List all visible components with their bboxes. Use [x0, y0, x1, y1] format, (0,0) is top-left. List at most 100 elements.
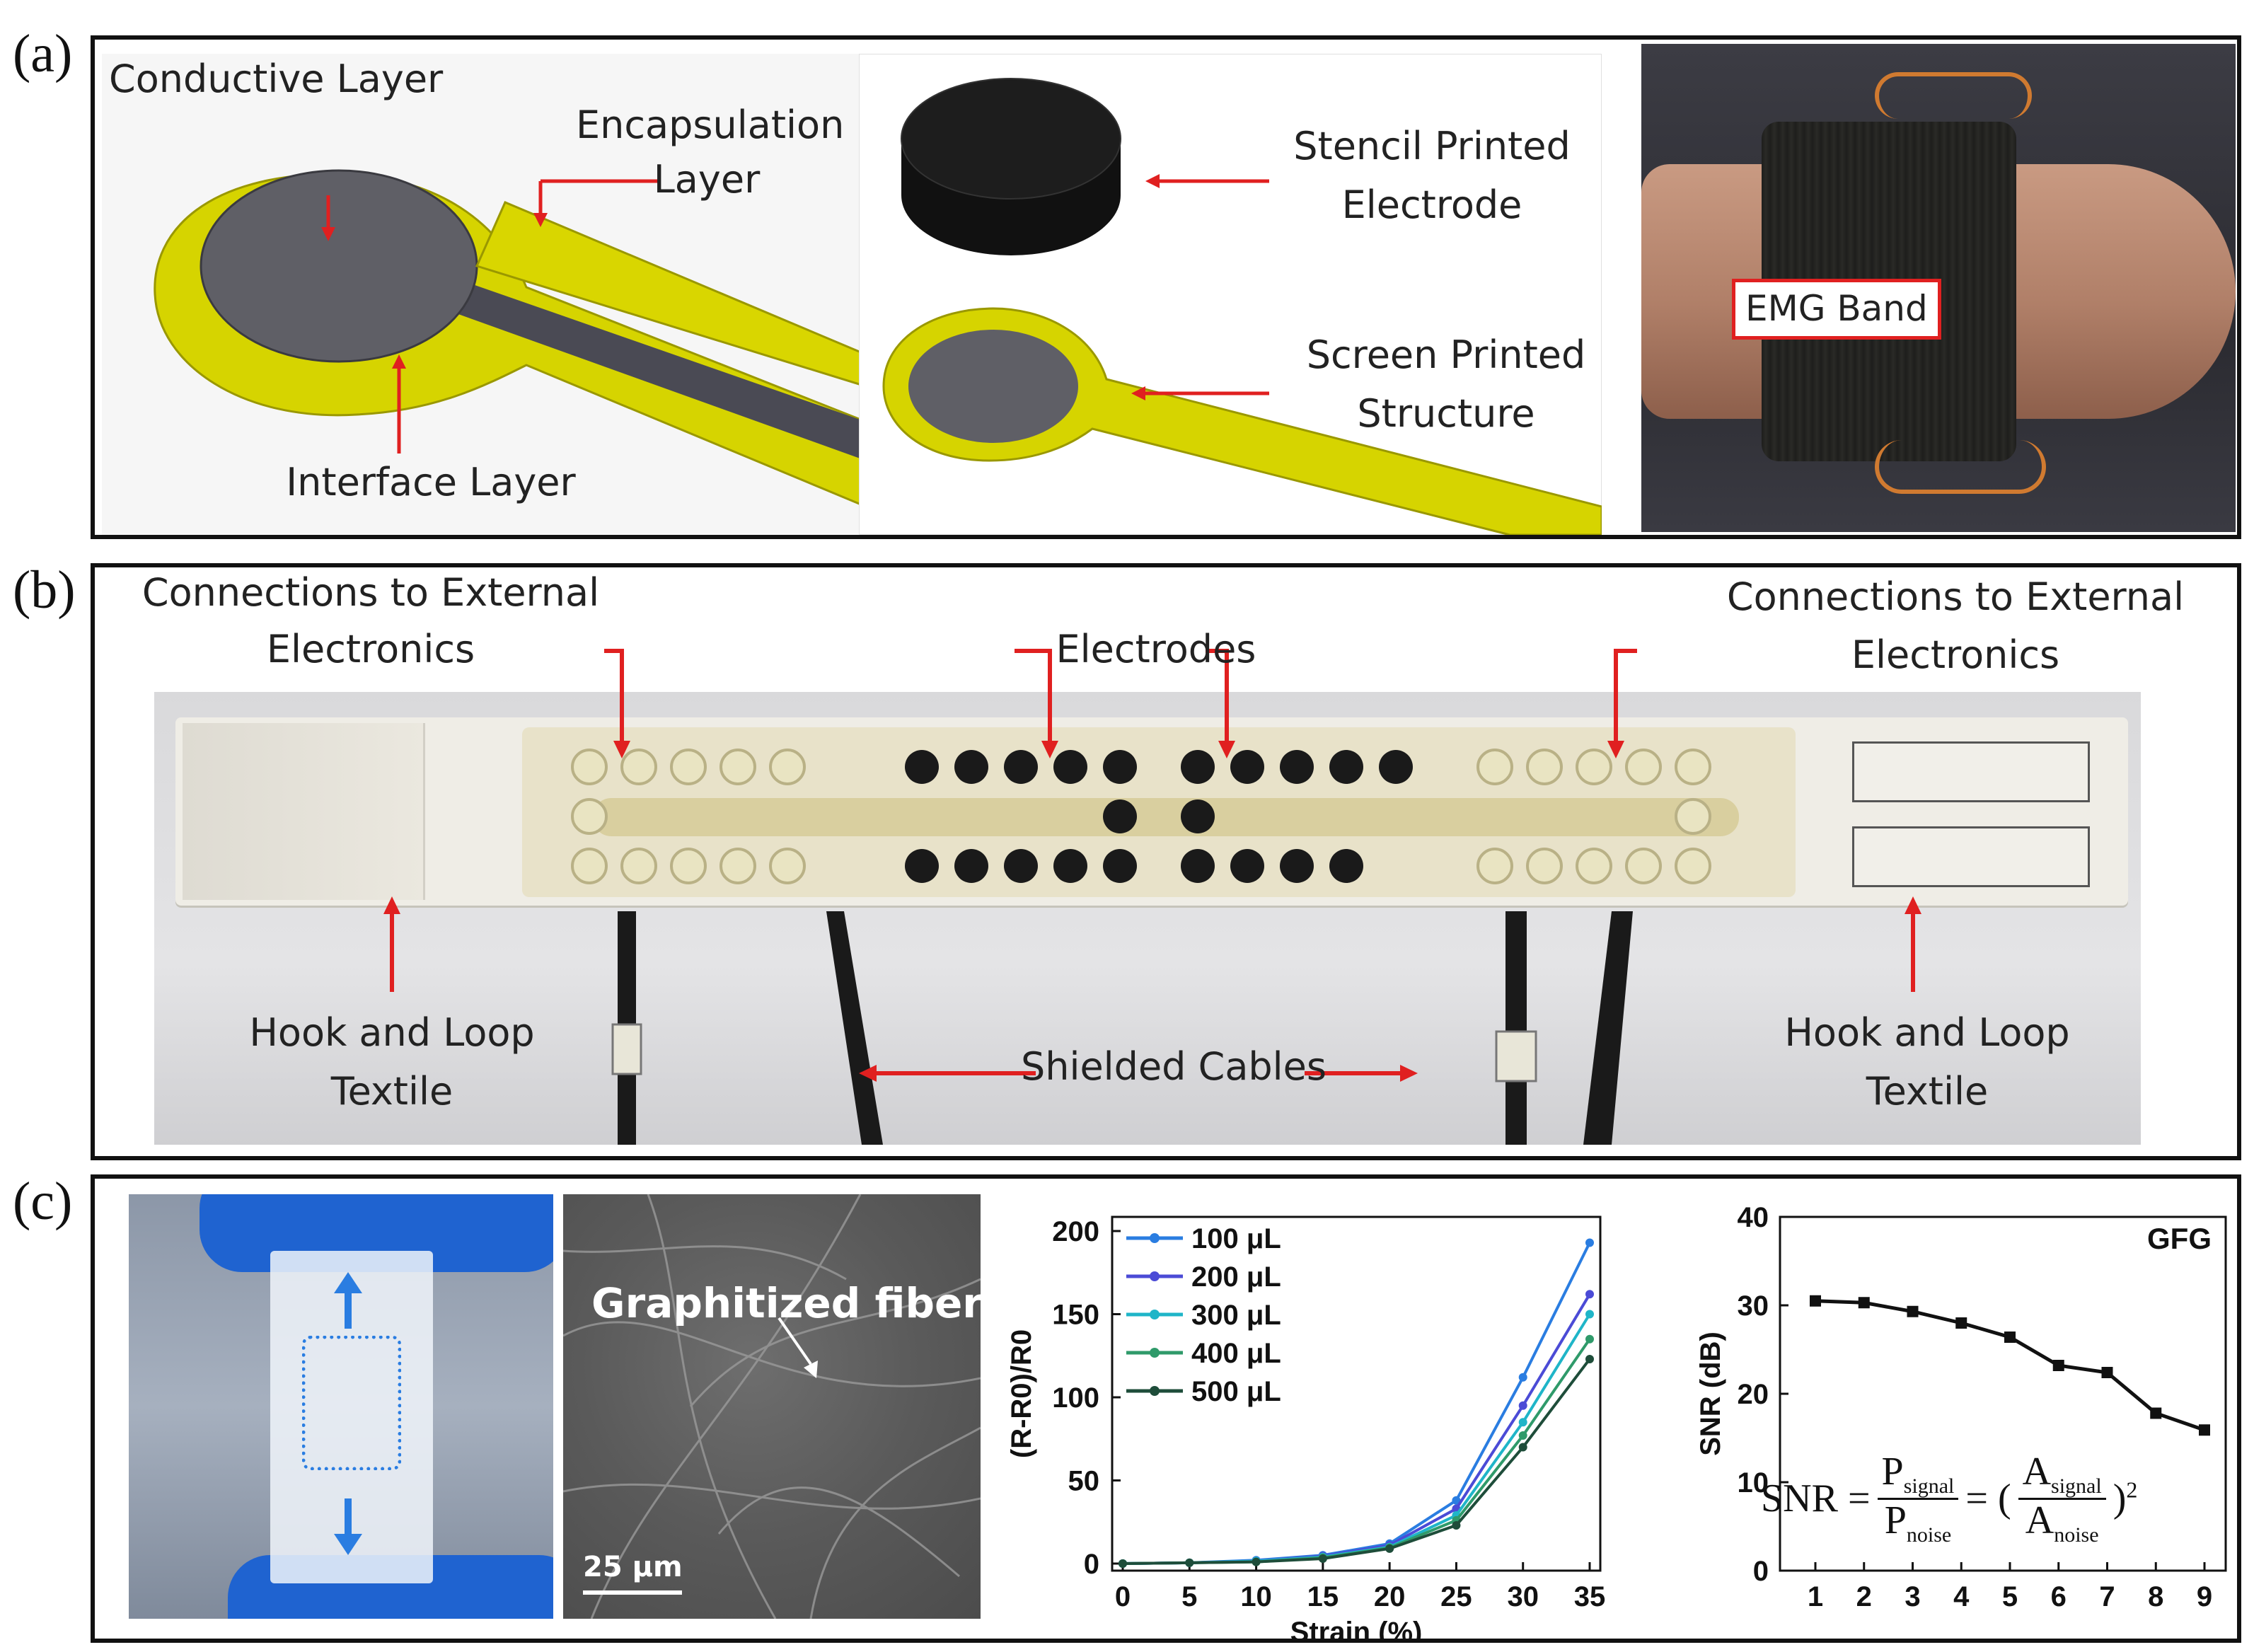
x-tick-label: 1	[1808, 1581, 1823, 1612]
electrode-group-right	[1181, 750, 1413, 883]
electrode	[954, 849, 988, 883]
electrode	[1230, 750, 1264, 784]
data-point	[1119, 1559, 1127, 1568]
data-point	[1518, 1373, 1527, 1382]
formula-a-den-sub: noise	[2054, 1523, 2099, 1547]
legend-label: 400 μL	[1191, 1338, 1281, 1369]
panel-b-letter: (b)	[13, 560, 76, 620]
formula-p-num-sub: signal	[1903, 1474, 1955, 1498]
y-axis-label: (R-R0)/R0	[1006, 1329, 1037, 1458]
panel-a-letter: (a)	[13, 24, 73, 83]
snr-point	[1810, 1295, 1821, 1307]
electrode	[1103, 849, 1137, 883]
label-interface-layer: Interface Layer	[286, 460, 576, 504]
arrowhead-encapsulation	[533, 213, 548, 227]
arrowhead-hook-left	[383, 896, 400, 914]
x-tick-label: 5	[1181, 1581, 1197, 1612]
shielded-cables-drawing	[611, 911, 1633, 1145]
arrowhead-electrodes-left	[1041, 741, 1058, 758]
label-hook-right-line1: Hook and Loop	[1784, 1010, 2070, 1055]
electrode	[1280, 849, 1314, 883]
stretch-test-photo	[129, 1194, 553, 1619]
electrode	[905, 750, 939, 784]
snr-point	[2004, 1332, 2016, 1343]
x-axis-label: Strain (%)	[1290, 1617, 1423, 1641]
x-tick-label: 10	[1240, 1581, 1272, 1612]
y-tick-label: 150	[1052, 1300, 1099, 1331]
x-tick-label: 2	[1856, 1581, 1872, 1612]
arrow-electrodes-right	[1206, 649, 1229, 744]
label-stencil-line1: Stencil Printed	[1293, 124, 1571, 168]
electrode-group-left	[905, 750, 1137, 883]
snr-point	[2150, 1407, 2162, 1419]
stencil-puck-top	[901, 78, 1121, 200]
electrode	[1004, 849, 1038, 883]
data-point	[1252, 1557, 1261, 1566]
panel-c-letter: (c)	[13, 1172, 73, 1231]
y-tick-label: 20	[1738, 1379, 1769, 1410]
snr-point	[1955, 1317, 1967, 1329]
legend-label: 500 μL	[1191, 1376, 1281, 1407]
x-tick-label: 3	[1905, 1581, 1920, 1612]
panel-a-frame: Conductive Layer Encapsulation Layer Int…	[91, 35, 2241, 539]
electrode-dots	[571, 749, 1711, 1145]
y-tick-label: 0	[1753, 1556, 1769, 1587]
connector-pads-left	[571, 749, 806, 884]
y-axis-label: SNR (dB)	[1695, 1332, 1726, 1456]
snr-point	[2199, 1424, 2210, 1436]
label-stencil-line2: Electrode	[1341, 183, 1522, 227]
scale-bar-label: 25 μm	[583, 1551, 683, 1583]
formula-a-num-sub: signal	[2051, 1474, 2102, 1498]
electrode	[954, 750, 988, 784]
chart-title: GFG	[2147, 1222, 2212, 1255]
electrode	[905, 849, 939, 883]
data-point	[1585, 1310, 1594, 1319]
data-point	[1185, 1558, 1194, 1567]
series-line	[1122, 1358, 1591, 1565]
printed-trace	[593, 798, 1739, 836]
label-emg-band: EMG Band	[1745, 288, 1928, 329]
electrode	[1280, 750, 1314, 784]
legend-marker	[1150, 1386, 1160, 1396]
formula-p-num: P	[1881, 1450, 1904, 1494]
legend-label: 200 μL	[1191, 1261, 1281, 1293]
formula-a-den: A	[2025, 1498, 2054, 1542]
electrode	[1181, 799, 1215, 833]
y-tick-label: 200	[1052, 1216, 1099, 1247]
data-point	[1318, 1554, 1327, 1563]
formula-frac-a: Asignal Anoise	[2018, 1451, 2106, 1546]
label-conn-right-line2: Electronics	[1851, 633, 2060, 677]
arrowhead-conn-left	[613, 741, 630, 758]
formula-frac-p: Psignal Pnoise	[1877, 1450, 1959, 1546]
snr-point	[1907, 1305, 1919, 1317]
sem-fibers	[563, 1194, 981, 1619]
emg-band-photo: EMG Band	[1641, 44, 2236, 532]
y-tick-label: 100	[1052, 1382, 1099, 1414]
legend-marker	[1150, 1233, 1160, 1243]
data-point	[1518, 1401, 1527, 1410]
x-tick-label: 15	[1307, 1581, 1339, 1612]
electrode	[1379, 750, 1413, 784]
label-hook-right-line2: Textile	[1866, 1069, 1989, 1114]
snr-line	[1815, 1299, 2205, 1432]
electrode	[1103, 799, 1137, 833]
formula-power: 2	[2126, 1477, 2138, 1503]
wire-top	[1875, 72, 2032, 119]
label-electrodes: Electrodes	[1056, 627, 1256, 671]
sensor-layers-illustration	[102, 54, 866, 535]
arrowhead-cable-left	[859, 1065, 877, 1082]
formula-close: )	[2113, 1477, 2127, 1521]
label-encapsulation-line2: Layer	[653, 157, 761, 202]
label-conn-left-line1: Connections to External	[141, 570, 600, 615]
x-tick-label: 0	[1115, 1581, 1131, 1612]
formula-eq2: = (	[1965, 1477, 2011, 1521]
data-point	[1585, 1334, 1594, 1344]
legend-marker	[1150, 1348, 1160, 1358]
arrowhead-conductive	[321, 227, 335, 241]
formula-lhs: SNR =	[1761, 1477, 1871, 1521]
connector-pads-right	[1476, 749, 1711, 884]
x-tick-label: 20	[1374, 1581, 1406, 1612]
arrow-conn-left	[604, 649, 624, 744]
label-conn-right-line1: Connections to External	[1726, 574, 2185, 619]
